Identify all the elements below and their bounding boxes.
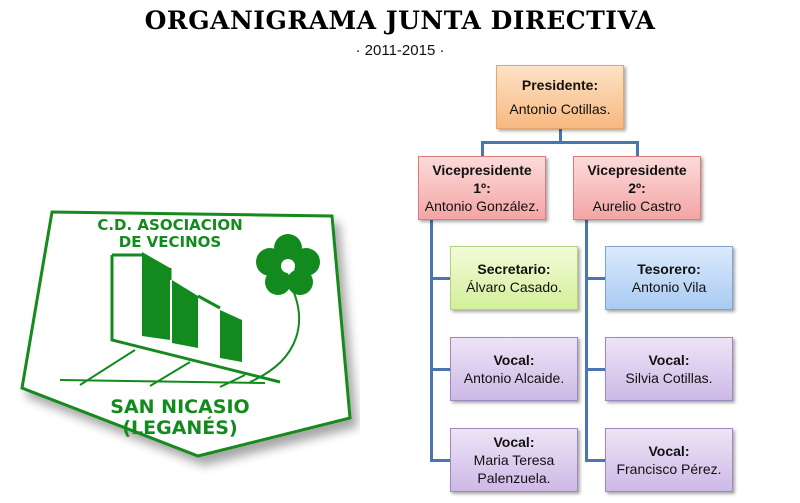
connector (585, 277, 605, 280)
connector (430, 368, 450, 371)
role-label: Vocal: (648, 352, 690, 368)
connector (585, 459, 605, 462)
member-name: Álvaro Casado. (466, 279, 562, 295)
member-name: Maria Teresa Palenzuela. (473, 452, 555, 486)
connector (481, 141, 639, 144)
role-label: Secretario: (477, 261, 551, 277)
logo-text-line2: DE VECINOS (119, 233, 221, 251)
connector (481, 141, 484, 156)
club-logo: C.D. ASOCIACION DE VECINOS SAN NICASIO (… (20, 210, 352, 458)
member-name: Silvia Cotillas. (625, 370, 713, 386)
role-label: Vocal: (493, 434, 535, 450)
flower-icon (256, 234, 320, 295)
connector (585, 220, 588, 462)
connector (559, 128, 562, 143)
connector (430, 459, 450, 462)
connector (585, 368, 605, 371)
page-subtitle: · 2011-2015 · (355, 42, 445, 59)
member-name: Antonio Vila (631, 279, 707, 295)
tesorero-box: Tesorero: Antonio Vila (605, 246, 733, 310)
page-title: ORGANIGRAMA JUNTA DIRECTIVA (144, 6, 656, 35)
vocal-box: Vocal: Francisco Pérez. (605, 428, 733, 492)
role-label: Vicepresidente 1º: (432, 162, 532, 196)
connector (430, 220, 433, 462)
president-box: Presidente: Antonio Cotillas. (496, 65, 624, 129)
vocal-box: Vocal: Antonio Alcaide. (450, 337, 578, 401)
vocal-box: Vocal: Silvia Cotillas. (605, 337, 733, 401)
connector (636, 141, 639, 156)
role-label: Vocal: (648, 443, 690, 459)
role-label: Vocal: (493, 352, 535, 368)
role-label: Vicepresidente 2º: (587, 162, 687, 196)
vocal-box: Vocal: Maria Teresa Palenzuela. (450, 428, 578, 492)
logo-text-line1: C.D. ASOCIACION (97, 216, 242, 234)
secretario-box: Secretario: Álvaro Casado. (450, 246, 578, 310)
member-name: Francisco Pérez. (616, 461, 722, 477)
vicepresident-1-box: Vicepresidente 1º: Antonio González. (418, 156, 546, 220)
member-name: Antonio Alcaide. (463, 370, 565, 386)
role-label: Presidente: (521, 77, 599, 93)
member-name: Antonio Cotillas. (509, 101, 611, 117)
logo-text-line3: SAN NICASIO (110, 396, 249, 418)
member-name: Aurelio Castro (592, 198, 682, 214)
logo-text-line4: (LEGANÉS) (122, 416, 237, 439)
vicepresident-2-box: Vicepresidente 2º: Aurelio Castro (573, 156, 701, 220)
connector (430, 277, 450, 280)
member-name: Antonio González. (424, 198, 540, 214)
role-label: Tesorero: (637, 261, 701, 277)
